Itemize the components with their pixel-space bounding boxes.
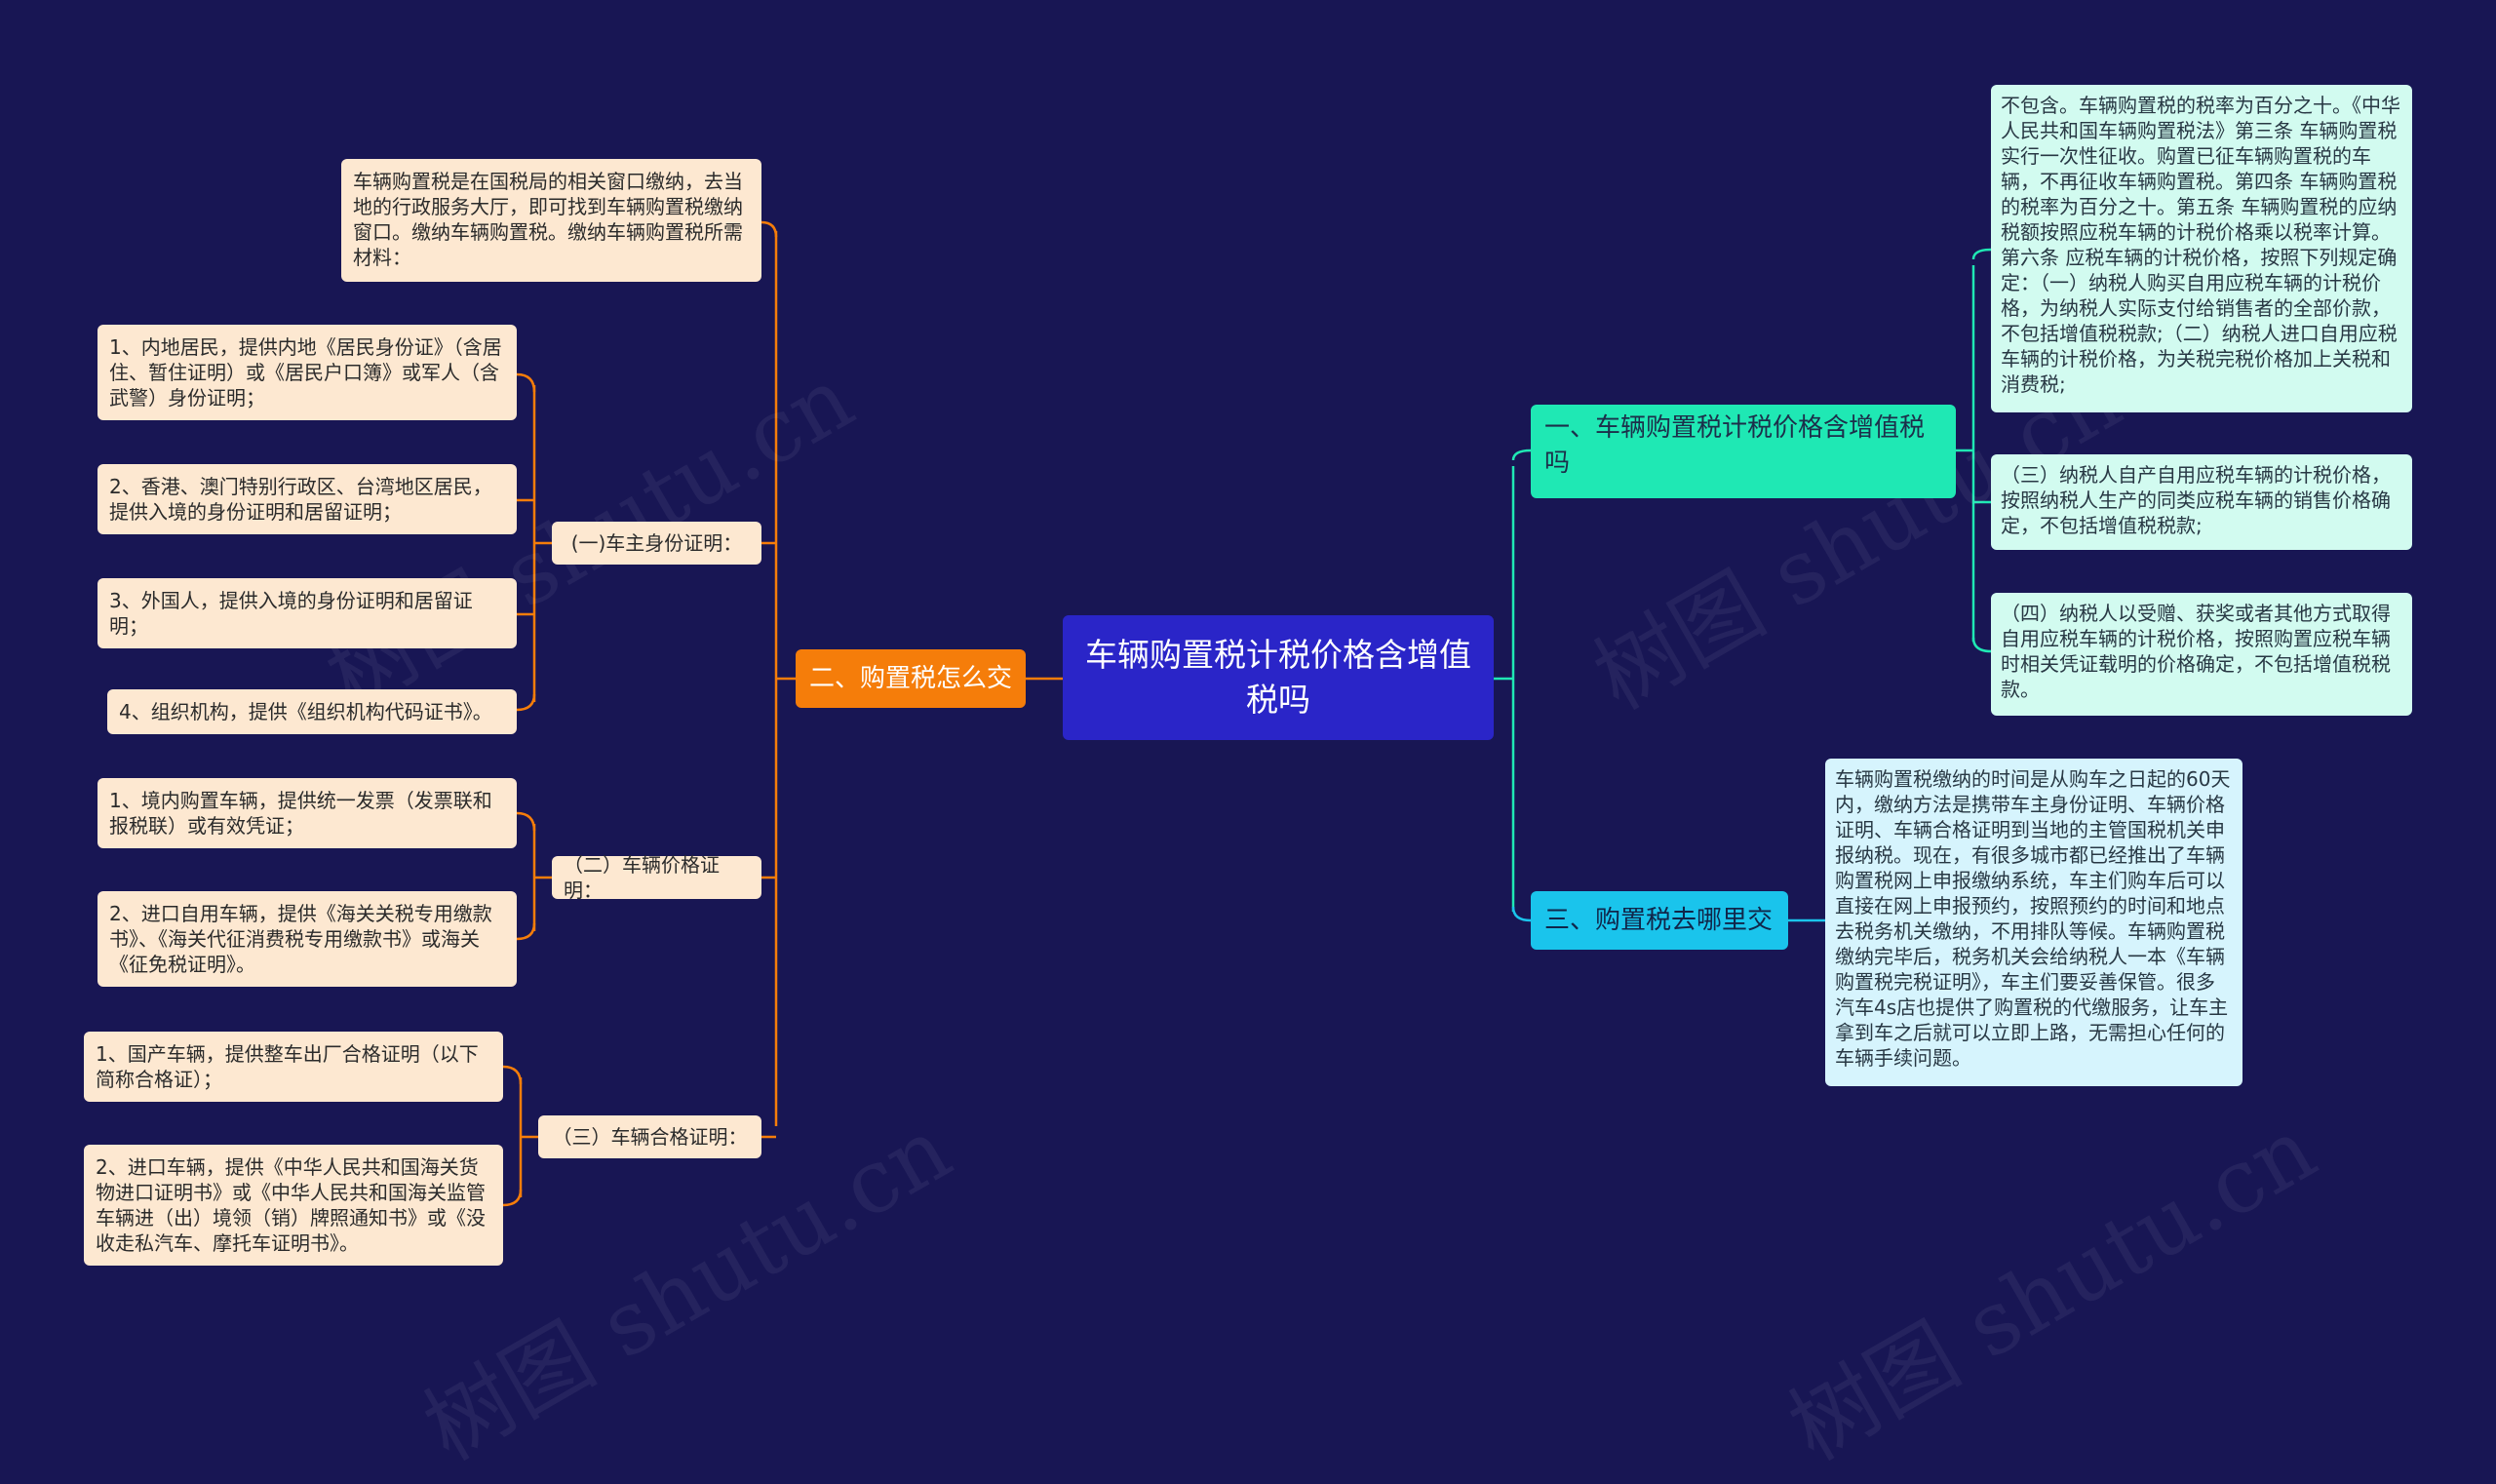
branch-includes-vat[interactable]: 一、车辆购置税计税价格含增值税吗 xyxy=(1531,405,1956,498)
central-topic-label: 车辆购置税计税价格含增值税吗 xyxy=(1085,636,1471,719)
group-vehicle-certificate-label: （三）车辆合格证明： xyxy=(552,1125,748,1149)
group-price-proof[interactable]: （二）车辆价格证明： xyxy=(552,853,761,902)
branch-where-to-pay-label: 三、购置税去哪里交 xyxy=(1544,906,1774,935)
central-topic[interactable]: 车辆购置税计税价格含增值税吗 xyxy=(1063,615,1494,740)
owner-id-item-2-text: 2、香港、澳门特别行政区、台湾地区居民，提供入境的身份证明和居留证明； xyxy=(109,475,492,524)
price-proof-item-2-text: 2、进口自用车辆，提供《海关关税专用缴款书》、《海关代征消费税专用缴款书》或海关… xyxy=(109,902,492,976)
self-produced-note[interactable]: （三）纳税人自产自用应税车辆的计税价格，按照纳税人生产的同类应税车辆的销售价格确… xyxy=(1991,454,2412,550)
vat-answer-note-text: 不包含。车辆购置税的税率为百分之十。《中华人民共和国车辆购置税法》第三条 车辆购… xyxy=(2001,94,2400,396)
branch-includes-vat-label: 一、车辆购置税计税价格含增值税吗 xyxy=(1544,413,1926,478)
certificate-item-2-text: 2、进口车辆，提供《中华人民共和国海关货物进口证明书》或《中华人民共和国海关监管… xyxy=(96,1155,486,1255)
gift-award-note[interactable]: （四）纳税人以受赠、获奖或者其他方式取得自用应税车辆的计税价格，按照购置应税车辆… xyxy=(1991,593,2412,716)
gift-award-note-text: （四）纳税人以受赠、获奖或者其他方式取得自用应税车辆的计税价格，按照购置应税车辆… xyxy=(2001,602,2391,701)
owner-id-item-4[interactable]: 4、组织机构，提供《组织机构代码证书》。 xyxy=(107,689,517,734)
where-to-pay-note[interactable]: 车辆购置税缴纳的时间是从购车之日起的60天内，缴纳方法是携带车主身份证明、车辆价… xyxy=(1825,759,2242,1086)
owner-id-item-1-text: 1、内地居民，提供内地《居民身份证》（含居住、暂住证明）或《居民户口簿》或军人（… xyxy=(109,335,502,410)
owner-id-item-3[interactable]: 3、外国人，提供入境的身份证明和居留证明； xyxy=(98,578,517,648)
price-proof-item-1-text: 1、境内购置车辆，提供统一发票（发票联和报税联）或有效凭证； xyxy=(109,789,492,838)
certificate-item-1[interactable]: 1、国产车辆，提供整车出厂合格证明（以下简称合格证）； xyxy=(84,1032,503,1102)
owner-id-item-1[interactable]: 1、内地居民，提供内地《居民身份证》（含居住、暂住证明）或《居民户口簿》或军人（… xyxy=(98,325,517,420)
branch-where-to-pay[interactable]: 三、购置税去哪里交 xyxy=(1531,891,1788,950)
price-proof-item-2[interactable]: 2、进口自用车辆，提供《海关关税专用缴款书》、《海关代征消费税专用缴款书》或海关… xyxy=(98,891,517,987)
self-produced-note-text: （三）纳税人自产自用应税车辆的计税价格，按照纳税人生产的同类应税车辆的销售价格确… xyxy=(2001,463,2391,537)
group-owner-identity-label: (一)车主身份证明： xyxy=(570,531,743,555)
intro-note[interactable]: 车辆购置税是在国税局的相关窗口缴纳，去当地的行政服务大厅，即可找到车辆购置税缴纳… xyxy=(341,159,761,282)
where-to-pay-note-text: 车辆购置税缴纳的时间是从购车之日起的60天内，缴纳方法是携带车主身份证明、车辆价… xyxy=(1835,767,2231,1070)
certificate-item-1-text: 1、国产车辆，提供整车出厂合格证明（以下简称合格证）； xyxy=(96,1042,479,1091)
intro-note-text: 车辆购置税是在国税局的相关窗口缴纳，去当地的行政服务大厅，即可找到车辆购置税缴纳… xyxy=(353,170,743,269)
branch-how-to-pay[interactable]: 二、购置税怎么交 xyxy=(796,649,1026,708)
group-owner-identity[interactable]: (一)车主身份证明： xyxy=(552,522,761,565)
owner-id-item-4-text: 4、组织机构，提供《组织机构代码证书》。 xyxy=(119,700,492,723)
price-proof-item-1[interactable]: 1、境内购置车辆，提供统一发票（发票联和报税联）或有效凭证； xyxy=(98,778,517,848)
certificate-item-2[interactable]: 2、进口车辆，提供《中华人民共和国海关货物进口证明书》或《中华人民共和国海关监管… xyxy=(84,1145,503,1266)
branch-how-to-pay-label: 二、购置税怎么交 xyxy=(809,664,1013,693)
connector-lines xyxy=(502,220,1992,1207)
owner-id-item-2[interactable]: 2、香港、澳门特别行政区、台湾地区居民，提供入境的身份证明和居留证明； xyxy=(98,464,517,534)
vat-answer-note[interactable]: 不包含。车辆购置税的税率为百分之十。《中华人民共和国车辆购置税法》第三条 车辆购… xyxy=(1991,85,2412,412)
group-price-proof-label: （二）车辆价格证明： xyxy=(564,853,720,902)
group-vehicle-certificate[interactable]: （三）车辆合格证明： xyxy=(538,1115,761,1158)
owner-id-item-3-text: 3、外国人，提供入境的身份证明和居留证明； xyxy=(109,589,473,638)
